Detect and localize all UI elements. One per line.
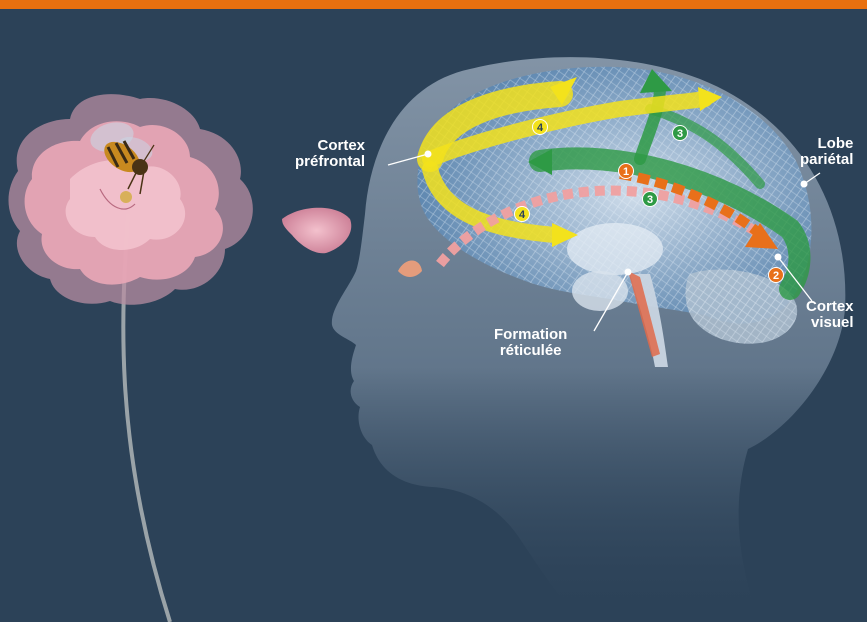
- label-prefrontal-cortex: Cortex préfrontal: [295, 138, 365, 170]
- label-prefrontal-line1: Cortex: [295, 138, 365, 154]
- step-badge-4-upper: 4: [532, 119, 548, 135]
- brain-perception-diagram: [0, 9, 867, 622]
- step-badge-3-upper: 3: [672, 125, 688, 141]
- step-badge-3-lower: 3: [642, 191, 658, 207]
- label-visual-line2: visuel: [806, 315, 854, 331]
- step-badge-4-lower: 4: [514, 206, 530, 222]
- step-badge-1: 1: [618, 163, 634, 179]
- illustration-stage: Cortex préfrontal Lobe pariétal Cortex v…: [0, 9, 867, 622]
- label-prefrontal-line2: préfrontal: [295, 154, 365, 170]
- label-reticular-line2: réticulée: [494, 343, 567, 359]
- label-parietal-lobe: Lobe pariétal: [800, 136, 853, 168]
- step-badge-2: 2: [768, 267, 784, 283]
- label-reticular-formation: Formation réticulée: [494, 327, 567, 359]
- label-parietal-line2: pariétal: [800, 152, 853, 168]
- label-reticular-line1: Formation: [494, 327, 567, 343]
- falling-petal-icon: [282, 208, 351, 254]
- flower-icon: [8, 94, 252, 305]
- label-visual-line1: Cortex: [806, 299, 854, 315]
- label-parietal-line1: Lobe: [800, 136, 853, 152]
- label-visual-cortex: Cortex visuel: [806, 299, 854, 331]
